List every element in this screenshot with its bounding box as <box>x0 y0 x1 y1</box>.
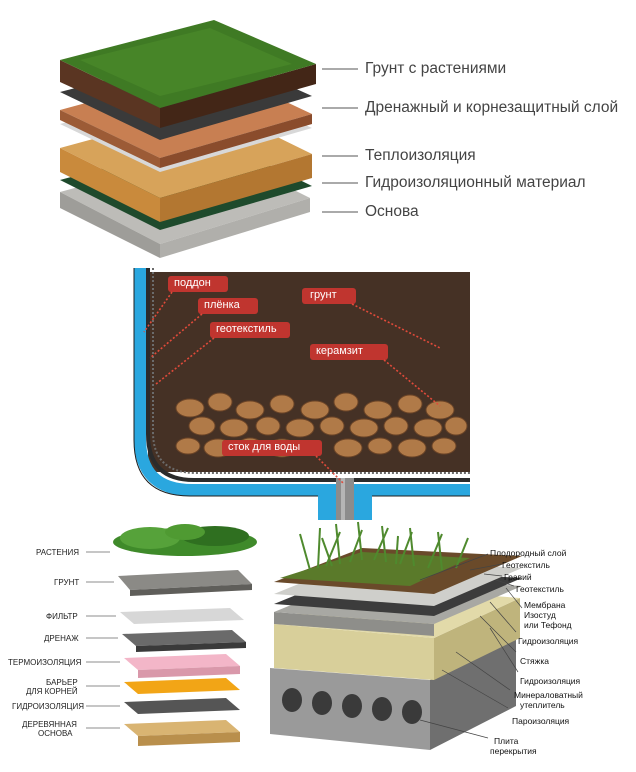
label-vapor-barrier: Пароизоляция <box>512 716 570 726</box>
leader-lines <box>143 291 441 485</box>
label-boxes <box>168 276 388 456</box>
waterproof-layer <box>124 698 240 714</box>
concrete-slab-side <box>430 638 516 750</box>
label-water-drain: сток для воды <box>228 441 301 453</box>
layer-stack-3-art <box>86 524 257 746</box>
label-expanded-clay: керамзит <box>316 345 363 357</box>
plants-layer <box>113 524 257 556</box>
label-slab-line1: Плита <box>494 736 519 746</box>
tray-wall <box>134 268 470 496</box>
label-geotextile-lower: Геотекстиль <box>516 584 564 594</box>
base-layer-side <box>160 198 310 258</box>
label-waterproofing: ГИДРОИЗОЛЯЦИЯ <box>12 702 84 711</box>
label-mineral-wool-line2: утеплитель <box>520 700 565 710</box>
label-wood-base-line2: ОСНОВА <box>38 729 73 738</box>
label-drainage: ДРЕНАЖ <box>44 634 79 643</box>
insulation-layer-front <box>60 148 160 222</box>
label-membrane-line2: Изостуд <box>524 610 556 620</box>
insulation-layer-side <box>160 154 312 222</box>
label-screed: Стяжка <box>520 656 549 666</box>
label-root-barrier-line1: БАРЬЕР <box>46 678 78 687</box>
label-wood-base-line1: ДЕРЕВЯННАЯ <box>22 720 77 729</box>
roof-section-diagram: Плодородный слой Геотекстиль Гравий Геот… <box>270 520 636 772</box>
root-barrier-layer <box>124 678 240 694</box>
planter-section-art <box>110 268 470 520</box>
drainage-layer <box>122 630 246 646</box>
label-drainage-root-barrier: Дренажный и корнезащитный слой <box>365 99 619 116</box>
label-geotextile-upper: Геотекстиль <box>502 560 550 570</box>
layer-stack-diagram-1: Грунт с растениями Дренажный и корнезащи… <box>0 0 636 268</box>
label-fertile-layer: Плодородный слой <box>490 548 567 558</box>
label-film: плёнка <box>204 299 240 311</box>
mineral-wool <box>274 624 434 680</box>
slab-holes <box>282 688 422 724</box>
planter-cross-section: поддон плёнка геотекстиль грунт керамзит… <box>110 268 470 520</box>
label-root-barrier-line2: ДЛЯ КОРНЕЙ <box>26 687 78 696</box>
drainage-layer-side <box>160 114 312 168</box>
label-plants: РАСТЕНИЯ <box>36 548 79 557</box>
label-thermal-insulation: ТЕРМОИЗОЛЯЦИЯ <box>8 658 82 667</box>
leader-lines <box>322 68 358 213</box>
roof-section-art <box>270 521 523 750</box>
soil-layer-front <box>60 60 160 128</box>
grass <box>299 521 469 571</box>
drainage-layer-front <box>60 110 160 168</box>
label-filter: ФИЛЬТР <box>46 612 78 621</box>
label-waterproofing-lower: Гидроизоляция <box>520 676 581 686</box>
label-soil-with-plants: Грунт с растениями <box>365 60 507 77</box>
wood-base-layer <box>124 720 240 736</box>
label-tray: поддон <box>174 277 211 289</box>
label-slab-line2: перекрытия <box>490 746 537 756</box>
label-mineral-wool-line1: Минераловатный <box>514 690 583 700</box>
label-geotextile: геотекстиль <box>216 323 277 335</box>
label-waterproofing-upper: Гидроизоляция <box>518 636 579 646</box>
label-base: Основа <box>365 203 419 220</box>
label-membrane-line3: или Тефонд <box>524 620 572 630</box>
soil-layer-side <box>160 64 316 128</box>
base-layer-front <box>60 192 160 258</box>
layer-stack-1-art <box>60 20 358 258</box>
label-soil: ГРУНТ <box>54 578 80 587</box>
label-thermal-insulation: Теплоизоляция <box>365 147 476 164</box>
thermal-layer <box>124 654 240 670</box>
leader-lines <box>86 551 120 729</box>
leader-lines <box>419 553 523 739</box>
soil-layer <box>118 570 252 590</box>
label-membrane-line1: Мембрана <box>524 600 566 610</box>
label-soil: грунт <box>310 289 337 301</box>
layer-stack-diagram-3: РАСТЕНИЯ ГРУНТ ФИЛЬТР ДРЕНАЖ ТЕРМОИЗОЛЯЦ… <box>0 520 280 772</box>
screed-layer <box>274 612 434 636</box>
filter-layer <box>120 608 244 624</box>
clay-pebbles <box>175 392 468 458</box>
label-waterproofing: Гидроизоляционный материал <box>365 174 586 191</box>
label-gravel: Гравий <box>504 572 532 582</box>
